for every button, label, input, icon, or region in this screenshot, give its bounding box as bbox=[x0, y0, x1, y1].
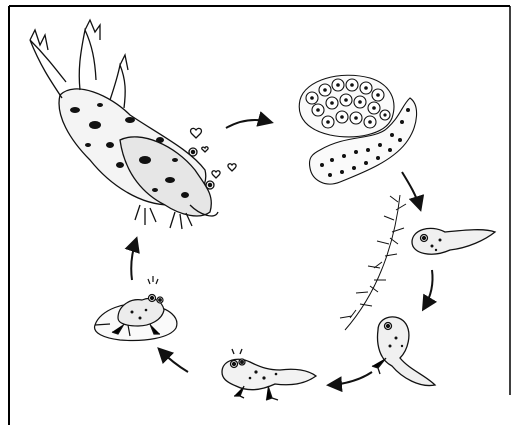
cycle-arrow-3 bbox=[424, 270, 433, 308]
cycle-arrow-5 bbox=[160, 350, 188, 372]
waterweed bbox=[340, 195, 406, 330]
tadpole-with-hind-legs bbox=[372, 317, 435, 386]
mating-frogs bbox=[30, 20, 236, 229]
cycle-arrow-6 bbox=[131, 240, 136, 280]
young-tadpole bbox=[412, 228, 495, 254]
cycle-arrow-4 bbox=[330, 372, 372, 385]
cycle-arrow-1 bbox=[226, 120, 270, 128]
cycle-arrow-2 bbox=[402, 172, 420, 208]
frogspawn-eggs bbox=[299, 75, 416, 184]
froglet-on-lily-pad bbox=[95, 276, 177, 341]
frame-border bbox=[9, 6, 510, 425]
tadpole-with-four-legs bbox=[222, 349, 316, 400]
